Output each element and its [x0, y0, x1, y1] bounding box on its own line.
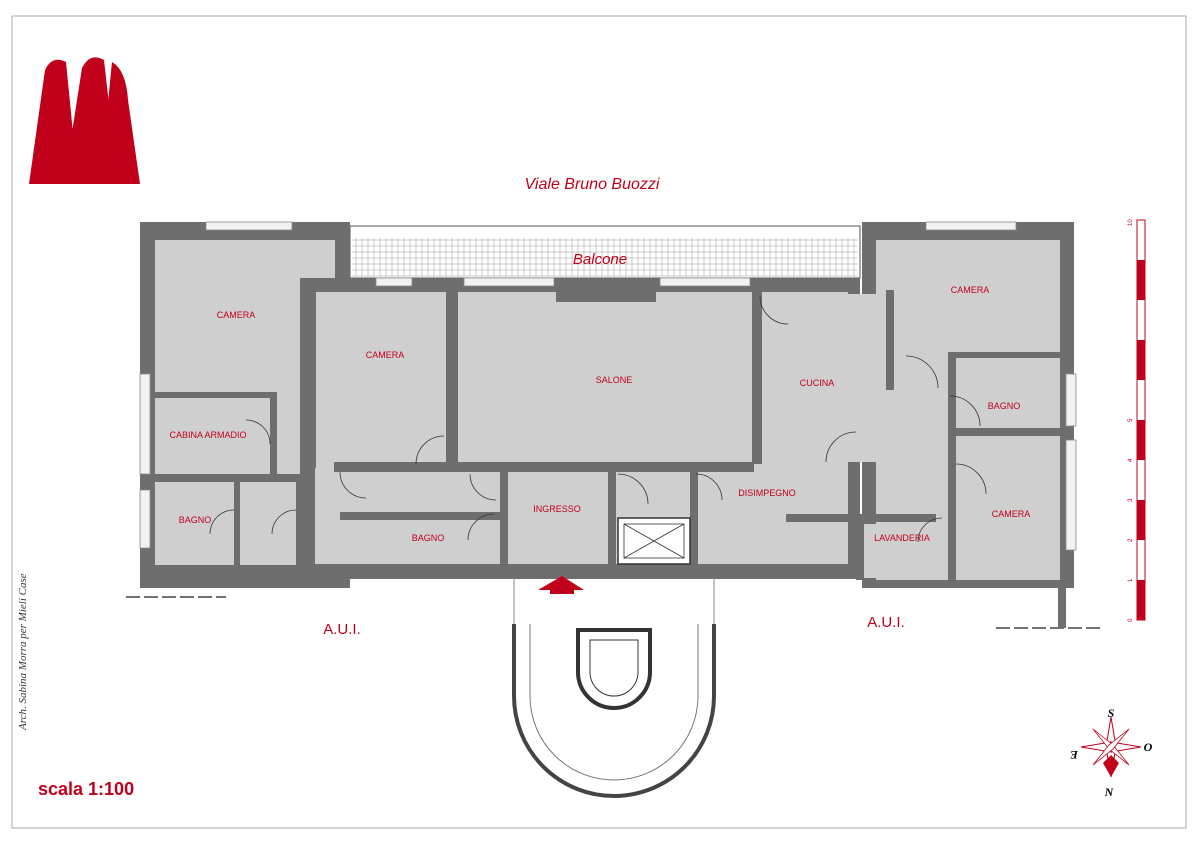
aui-label-left: A.U.I.: [323, 621, 361, 638]
scale-tick: 1: [1128, 578, 1134, 582]
room-label: CAMERA: [951, 285, 990, 295]
balcony-label: Balcone: [573, 251, 627, 268]
scale-label: scala 1:100: [38, 779, 134, 799]
room-label: CUCINA: [800, 378, 835, 388]
balcony: [349, 225, 861, 279]
scale-tick: 5: [1128, 418, 1134, 422]
scale-bar: 0 1 2 3 4 5 10: [1128, 219, 1146, 622]
room-label: BAGNO: [412, 533, 445, 543]
author-credit: Arch. Sabina Morra per Mieli Case: [17, 573, 29, 731]
room-label: CAMERA: [992, 509, 1031, 519]
compass-o: O: [1144, 740, 1153, 754]
room-label: INGRESSO: [533, 504, 581, 514]
windows: [139, 221, 1077, 551]
room-label: BAGNO: [988, 401, 1021, 411]
room-label: SALONE: [596, 375, 633, 385]
room-label: CAMERA: [217, 310, 256, 320]
interior-walls: [146, 278, 1062, 582]
elevator: [617, 517, 691, 565]
street-name: Viale Bruno Buozzi: [525, 176, 660, 193]
door-swings: [209, 295, 987, 543]
room-label: LAVANDERIA: [874, 533, 930, 543]
stairwell: [512, 578, 716, 798]
entrance-arrow-icon: [538, 576, 584, 594]
room-label: DISIMPEGNO: [738, 488, 796, 498]
room-labels: CAMERA CAMERA SALONE CUCINA CAMERA CABIN…: [169, 285, 1030, 543]
scale-tick: 10: [1128, 219, 1134, 226]
sheet-border: [11, 15, 1187, 829]
room-label: CAMERA: [366, 350, 405, 360]
compass-s: S: [1108, 706, 1115, 720]
room-label: CABINA ARMADIO: [169, 430, 246, 440]
scale-tick: 2: [1128, 538, 1134, 542]
brand-logo: [29, 57, 140, 185]
room-label: BAGNO: [179, 515, 212, 525]
compass-rose-icon: [1080, 716, 1142, 778]
compass-e: E: [1070, 748, 1079, 762]
scale-tick: 0: [1128, 618, 1134, 622]
scale-tick: 4: [1128, 458, 1134, 462]
room-floors: [156, 294, 1058, 578]
compass-n: N: [1104, 785, 1115, 799]
scale-tick: 3: [1128, 498, 1134, 502]
aui-label-right: A.U.I.: [867, 614, 905, 631]
